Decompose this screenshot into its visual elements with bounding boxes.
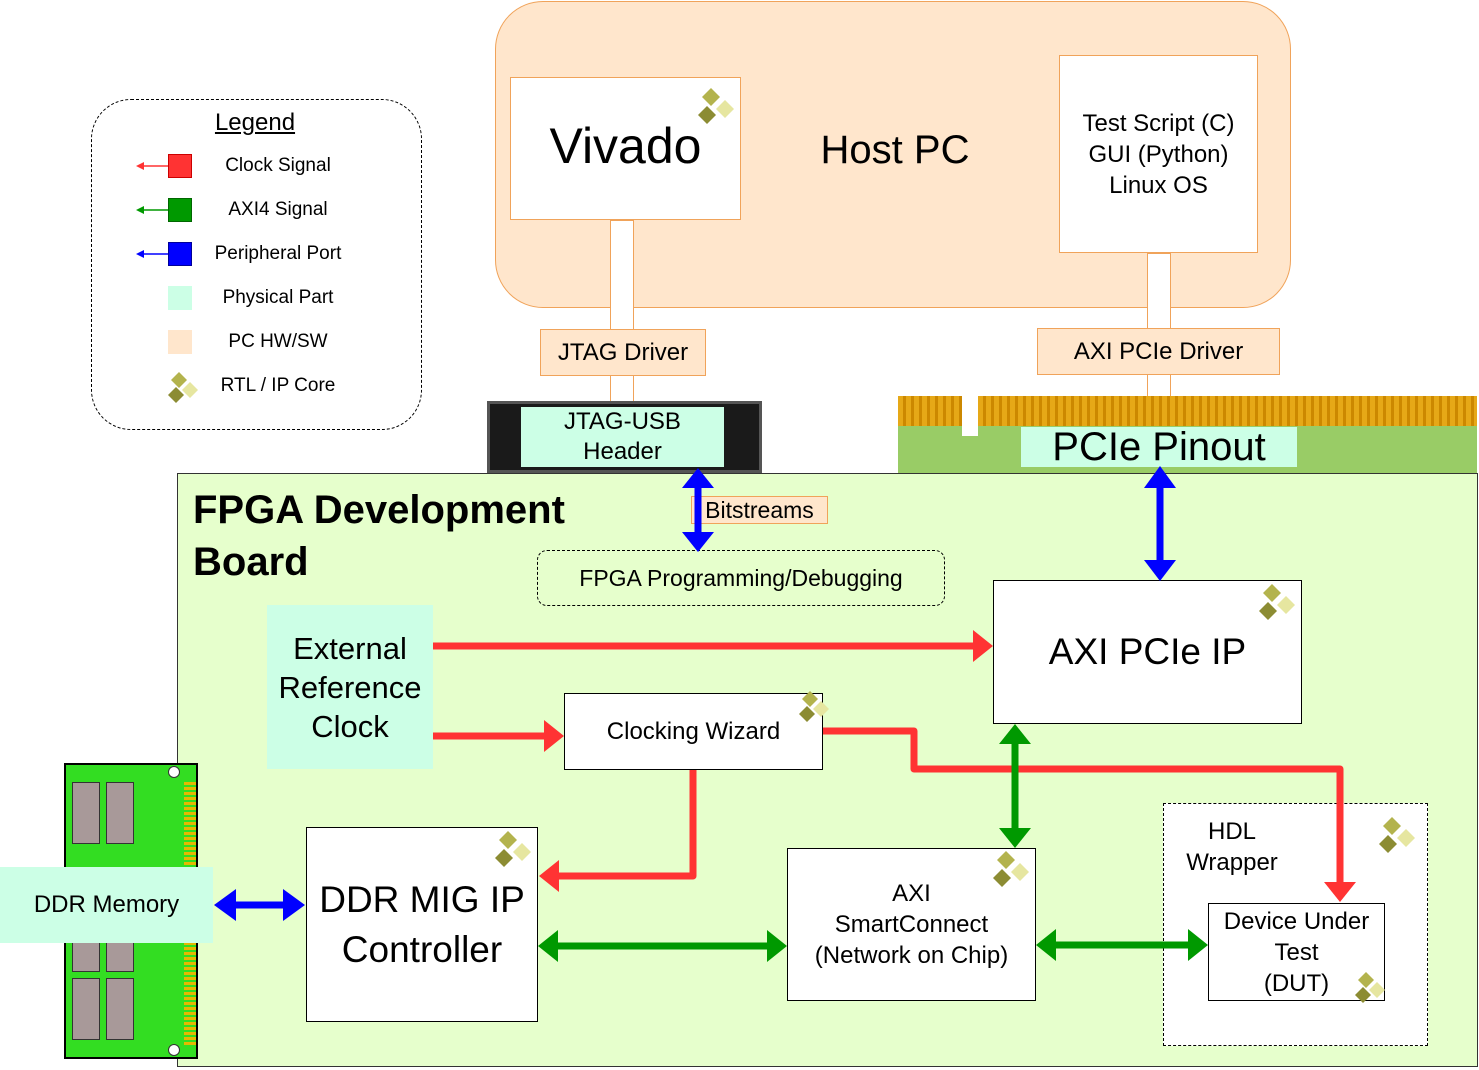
vivado-box: Vivado [510,77,741,220]
legend-blue-square-icon [168,242,192,266]
vivado-label: Vivado [549,117,702,174]
legend-label-pc: PC HW/SW [228,331,328,352]
pcie-edge-connector [898,396,1477,474]
wizard-to-ddr-clock-arrow [539,770,697,892]
ddr-mig-box: DDR MIG IP Controller [306,827,538,1022]
smartconnect-dut-axi-arrow [1036,929,1208,961]
jtag-usb-label: JTAG-USB Header [521,407,724,467]
legend-label-peripheral: Peripheral Port [214,243,342,264]
external-clock-box: External Reference Clock [267,605,433,769]
legend-green-square-icon [168,198,192,222]
clocking-wizard-label: Clocking Wizard [606,717,781,745]
smartconnect-xilinx-logo-icon [993,851,1029,887]
legend-xilinx-logo-icon [168,372,198,403]
pcie-ip-xilinx-logo-icon [1259,584,1295,620]
script-line-2: GUI (Python) [1088,140,1229,168]
jtag-line-1: JTAG-USB [564,408,681,435]
pcie-peripheral-arrow [1144,466,1176,581]
legend-label-physical: Physical Part [222,287,334,308]
ddr-mig-xilinx-logo-icon [495,831,531,867]
legend-box [91,99,422,430]
legend-peach-square-icon [168,330,192,354]
programming-box: FPGA Programming/Debugging [537,550,945,606]
dut-line-3: (DUT) [1263,969,1330,997]
script-line-3: Linux OS [1109,171,1208,199]
axi-pcie-ip-label: AXI PCIe IP [1048,631,1247,672]
legend-peripheral-arrow [136,250,168,258]
smartconnect-line-2: SmartConnect [834,911,989,938]
jtag-line-2: Header [583,438,662,465]
clock-to-wizard-arrow [433,720,564,752]
smartconnect-box: AXI SmartConnect (Network on Chip) [787,848,1036,1001]
ddr-mig-line-1: DDR MIG IP [319,878,525,920]
legend-label-rtl: RTL / IP Core [220,375,336,396]
legend-label-clock: Clock Signal [225,155,331,176]
vivado-xilinx-logo-icon [698,88,734,124]
bitstreams-label: Bitstreams [691,496,828,524]
hdl-line-2: Wrapper [1186,849,1278,876]
script-line-1: Test Script (C) [1082,109,1235,137]
legend-red-square-icon [168,154,192,178]
dut-line-2: Test [1274,938,1319,966]
smartconnect-line-1: AXI [892,880,931,907]
pcie-driver-label: AXI PCIe Driver [1037,328,1280,375]
legend-axi-arrow [136,206,168,214]
axi-pcie-ip-box: AXI PCIe IP [993,580,1302,724]
pcie-smartconnect-axi-arrow [999,724,1031,848]
clock-to-pcie-arrow [433,630,993,662]
bitstreams-arrow [682,468,714,552]
ext-clock-line-1: External [293,630,407,666]
jtag-driver-label: JTAG Driver [540,329,706,376]
host-pc-title: Host PC [820,128,970,172]
legend-clock-arrow [136,162,168,170]
pcie-pinout-label: PCIe Pinout [1021,425,1297,469]
ext-clock-line-2: Reference [278,669,422,705]
legend-title: Legend [214,109,296,136]
ddr-mig-line-2: Controller [341,928,503,970]
board-title: FPGA Development Board [193,484,565,588]
smartconnect-line-3: (Network on Chip) [814,942,1009,969]
legend-mint-square-icon [168,286,192,310]
hdl-wrapper-label: HDL Wrapper [1172,816,1292,878]
dut-box: Device Under Test (DUT) [1208,903,1385,1001]
board-title-line-1: FPGA Development [193,488,565,532]
ddr-memory-label: DDR Memory [0,867,213,943]
legend-label-axi: AXI4 Signal [228,199,328,220]
dut-xilinx-logo-icon [1355,972,1385,1003]
ext-clock-line-3: Clock [311,708,389,744]
wizard-to-dut-clock-arrow [823,727,1356,902]
clocking-wizard-box: Clocking Wizard [564,693,823,770]
board-title-line-2: Board [193,540,309,584]
dut-line-1: Device Under [1223,907,1370,935]
clocking-xilinx-logo-icon [799,691,829,722]
hdl-xilinx-logo-icon [1379,817,1415,853]
ddr-peripheral-arrow [214,889,305,921]
ddr-smartconnect-axi-arrow [538,930,787,962]
test-script-box: Test Script (C) GUI (Python) Linux OS [1059,55,1258,253]
hdl-line-1: HDL [1207,818,1256,845]
